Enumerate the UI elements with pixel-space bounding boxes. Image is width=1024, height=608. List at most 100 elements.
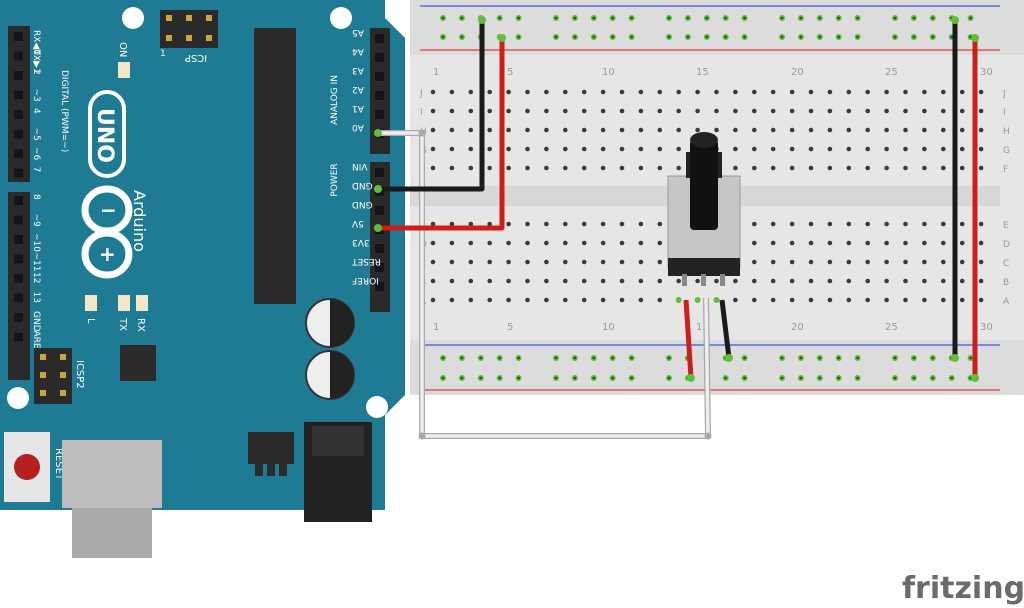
analog-pin-socket[interactable] xyxy=(375,53,384,62)
digital-pin-socket[interactable] xyxy=(14,235,23,244)
col-num-30-bottom: 30 xyxy=(980,322,993,333)
wire-gnd[interactable] xyxy=(378,20,485,192)
bb-hole xyxy=(903,108,908,114)
bb-hole xyxy=(430,278,436,284)
digital-pin-socket[interactable] xyxy=(14,51,23,61)
bb-hole xyxy=(430,146,436,152)
digital-pin-socket[interactable] xyxy=(14,129,23,139)
reset-label: RESET xyxy=(53,448,64,481)
rail-hole-center xyxy=(743,356,746,360)
row-letter-a: A xyxy=(1003,297,1010,307)
bb-hole xyxy=(430,108,436,114)
rail-hole-center xyxy=(912,356,916,360)
col-num-5-bottom: 5 xyxy=(507,322,513,333)
bb-hole xyxy=(619,89,625,95)
bb-hole xyxy=(865,146,870,152)
bb-hole xyxy=(657,221,663,227)
bb-hole xyxy=(506,108,511,114)
rail-hole-center xyxy=(441,356,445,360)
col-num-30: 30 xyxy=(980,67,993,78)
power-pin-socket[interactable] xyxy=(375,282,384,291)
rail-hole-center xyxy=(837,16,841,20)
bb-hole xyxy=(865,165,870,171)
bb-hole xyxy=(619,259,625,265)
bb-hole xyxy=(487,89,493,95)
wire-5v[interactable] xyxy=(378,38,505,231)
bb-hole xyxy=(789,259,795,265)
bb-hole xyxy=(903,221,908,227)
digital-pin-socket[interactable] xyxy=(14,215,23,225)
power-header xyxy=(370,162,390,312)
bb-hole xyxy=(657,297,663,303)
bb-hole xyxy=(733,165,738,171)
bb-hole xyxy=(468,127,474,133)
bb-hole xyxy=(525,89,530,95)
bb-hole xyxy=(941,165,946,171)
bb-hole xyxy=(638,165,644,171)
bb-hole xyxy=(752,240,757,246)
bb-hole xyxy=(468,146,474,152)
mounting-hole-4 xyxy=(366,396,388,418)
bb-hole xyxy=(449,165,455,171)
digital-pin-socket[interactable] xyxy=(14,32,23,41)
bb-hole xyxy=(449,89,455,95)
wire-pot-5v[interactable] xyxy=(683,299,694,379)
digital-pin-socket[interactable] xyxy=(14,332,23,342)
power-pin-socket[interactable] xyxy=(375,263,384,272)
digital-pin-socket[interactable] xyxy=(14,293,23,303)
bb-hole xyxy=(581,259,587,265)
rail-hole-center xyxy=(856,16,859,20)
power-pin-socket[interactable] xyxy=(375,206,384,215)
potentiometer-shaft[interactable] xyxy=(690,140,718,230)
digital-pin-socket[interactable] xyxy=(14,149,23,158)
analog-pin-socket[interactable] xyxy=(375,91,384,100)
bb-hole xyxy=(676,89,681,95)
digital-pin-socket[interactable] xyxy=(14,313,23,322)
rail-hole-center xyxy=(931,35,935,39)
rail-hole-center xyxy=(969,16,972,20)
icsp-pins xyxy=(166,15,212,41)
bb-hole xyxy=(922,221,927,227)
bb-hole xyxy=(563,240,568,246)
analog-pin-socket[interactable] xyxy=(375,34,384,43)
rail-hole-center xyxy=(479,356,483,360)
bb-hole xyxy=(694,297,701,303)
rail-hole-center xyxy=(931,356,935,360)
rail-hole-center xyxy=(630,16,633,20)
rail-hole-center xyxy=(667,376,671,380)
bb-hole xyxy=(600,127,606,133)
digital-pin-socket[interactable] xyxy=(14,168,23,178)
bb-hole xyxy=(581,221,587,227)
digital-pin-socket[interactable] xyxy=(14,90,23,100)
bb-hole xyxy=(789,146,795,152)
bb-hole xyxy=(525,165,530,171)
digital-pin-socket[interactable] xyxy=(14,196,23,205)
bb-hole xyxy=(638,127,644,133)
digital-pin-socket[interactable] xyxy=(14,274,23,283)
power-pin-socket[interactable] xyxy=(375,244,384,253)
bb-hole xyxy=(695,108,700,114)
power-pin-label: 3V3 xyxy=(352,237,370,247)
bb-hole xyxy=(676,108,681,114)
bb-hole xyxy=(638,89,644,95)
bb-hole xyxy=(770,259,776,265)
digital-pin-socket[interactable] xyxy=(14,110,23,119)
bb-hole xyxy=(978,89,984,95)
analog-pin-socket[interactable] xyxy=(375,72,384,81)
bb-hole xyxy=(865,297,870,303)
digital-pin-socket[interactable] xyxy=(14,71,23,80)
reset-button[interactable] xyxy=(14,454,40,480)
rail-hole-center xyxy=(441,35,445,39)
bb-hole xyxy=(600,278,606,284)
bb-hole xyxy=(770,165,776,171)
bb-hole xyxy=(695,278,700,284)
analog-pin-socket[interactable] xyxy=(375,110,384,119)
col-num-15-bottom: 15 xyxy=(696,322,709,333)
power-pin-label: VIN xyxy=(352,161,368,171)
digital-pin-label: 8 xyxy=(31,194,41,200)
power-pin-socket[interactable] xyxy=(375,168,384,177)
digital-pin-socket[interactable] xyxy=(14,254,23,264)
bb-hole xyxy=(770,240,776,246)
wire-pot-gnd[interactable] xyxy=(719,299,732,359)
bb-hole xyxy=(430,240,436,246)
